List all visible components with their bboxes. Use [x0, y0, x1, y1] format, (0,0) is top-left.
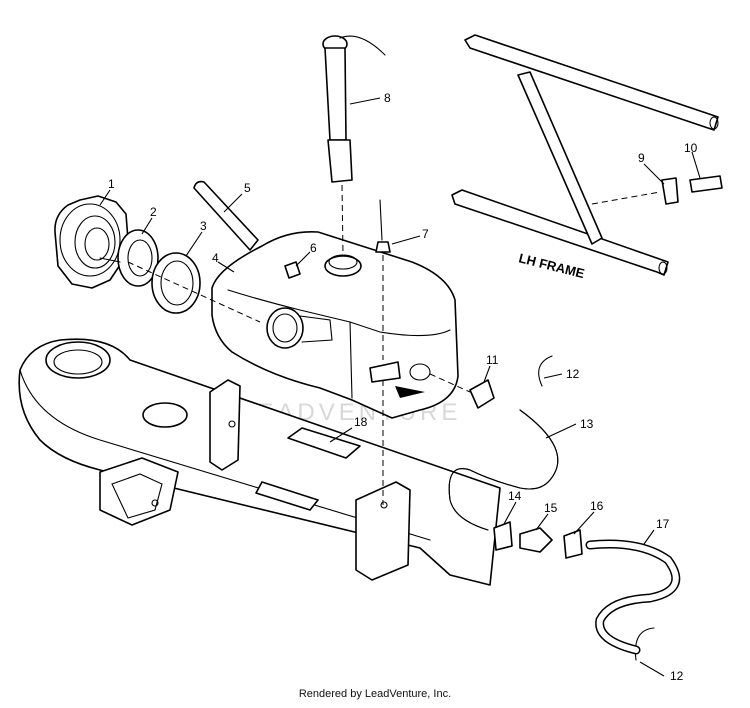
part-11-shutoff-fitting [429, 373, 495, 409]
part-13-fuel-hose [448, 409, 559, 531]
part-17-fuel-hose [585, 539, 681, 655]
callout-15: 15 [544, 501, 558, 515]
callout-7: 7 [422, 227, 429, 241]
callout-12-top: 12 [566, 367, 580, 381]
callout-13: 13 [580, 417, 594, 431]
part-9-clip [661, 177, 679, 205]
part-2-filler-neck [99, 229, 159, 287]
callout-2: 2 [150, 205, 157, 219]
frame-label: LH FRAME [517, 250, 586, 281]
callout-17: 17 [656, 517, 670, 531]
part-3-gasket [151, 252, 201, 314]
leader-lines [99, 97, 701, 677]
callout-9: 9 [638, 151, 645, 165]
part-16-clamp [563, 529, 583, 559]
footer-credit: Rendered by LeadVenture, Inc. [298, 688, 452, 700]
part-10-bolt [689, 175, 723, 193]
part-4-fuel-tank [211, 230, 459, 419]
callout-5: 5 [244, 181, 251, 195]
callout-3: 3 [200, 219, 207, 233]
part-7-fuel-gauge-rod [375, 199, 391, 360]
callout-12-bottom: 12 [670, 669, 684, 683]
part-15-fuel-filter [519, 527, 553, 553]
part-18-pad [287, 427, 361, 459]
callout-4: 4 [212, 251, 219, 265]
part-12-clamp-top [538, 355, 553, 387]
chassis-frame [18, 338, 501, 586]
callout-11: 11 [486, 353, 499, 367]
part-14-clamp [493, 521, 513, 551]
part-8-fuel-gauge [322, 35, 386, 256]
lh-frame: LH FRAME [451, 34, 719, 281]
callout-8: 8 [384, 91, 391, 105]
part-1-fuel-cap [54, 195, 129, 289]
callout-6: 6 [310, 241, 317, 255]
callout-1: 1 [108, 177, 115, 191]
part-5-vent-hose [193, 180, 259, 251]
part-12-clamp-bottom [634, 627, 655, 661]
callout-16: 16 [590, 499, 604, 513]
callouts: 1 2 3 4 5 6 7 8 9 10 11 12 13 14 15 16 1… [108, 91, 698, 683]
callout-10: 10 [684, 141, 698, 155]
callout-18: 18 [354, 415, 368, 429]
callout-14: 14 [508, 489, 522, 503]
